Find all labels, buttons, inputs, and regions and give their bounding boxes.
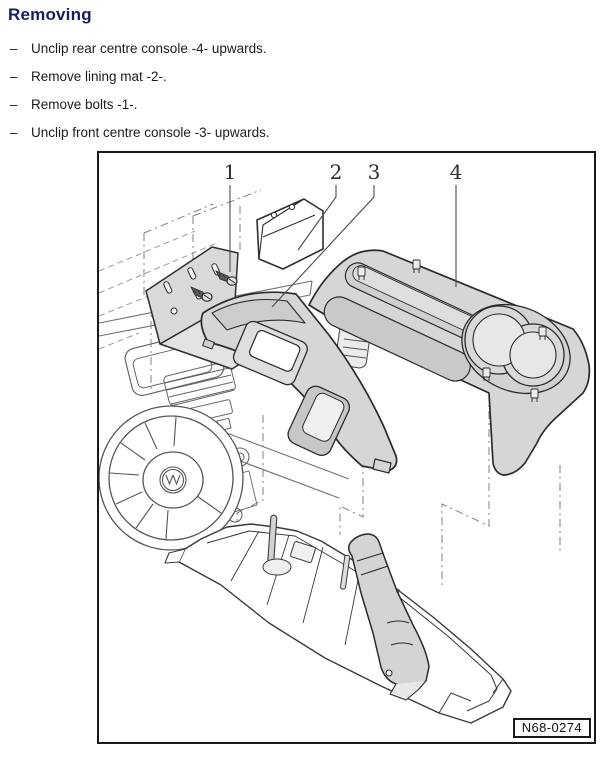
bolt-icons — [190, 270, 238, 302]
instruction-item: – Unclip front centre console -3- upward… — [10, 124, 270, 142]
callout-1: 1 — [224, 160, 237, 272]
callout-3-label: 3 — [368, 160, 381, 184]
callout-3: 3 — [271, 160, 381, 308]
clip-icons — [357, 259, 547, 402]
dash-marker: – — [10, 125, 18, 140]
callout-2-label: 2 — [330, 160, 343, 184]
instruction-item: – Remove bolts -1-. — [10, 96, 270, 114]
callout-1-label: 1 — [224, 160, 237, 184]
callouts: 1 2 3 4 — [224, 160, 463, 308]
instruction-item: – Unclip rear centre console -4- upwards… — [10, 40, 270, 58]
bolt-icon — [190, 286, 213, 302]
exploded-view-diagram: 1 2 3 4 — [99, 160, 591, 724]
handbrake-lever — [348, 533, 430, 701]
diagram-frame: 1 2 3 4 N68-0274 — [97, 151, 596, 744]
callout-4-label: 4 — [450, 160, 463, 184]
instruction-item: – Remove lining mat -2-. — [10, 68, 270, 86]
projection-lines — [143, 189, 561, 585]
vw-emblem-icon — [159, 466, 187, 494]
figure-code-box: N68-0274 — [512, 718, 591, 738]
dash-marker: – — [10, 41, 18, 56]
instruction-text: Unclip rear centre console -4- upwards. — [31, 41, 267, 56]
instruction-text: Remove bolts -1-. — [31, 97, 138, 112]
center-vent-grille — [163, 360, 236, 406]
page-title: Removing — [8, 5, 92, 24]
rear-console-part — [308, 249, 591, 476]
callout-2: 2 — [297, 160, 343, 251]
floor-console-frame — [164, 514, 512, 724]
bolt-icon — [215, 270, 238, 286]
figure-code: N68-0274 — [521, 720, 582, 735]
steering-wheel — [99, 405, 244, 551]
lining-mat-part — [256, 198, 324, 270]
dash-marker: – — [10, 97, 18, 112]
instruction-text: Unclip front centre console -3- upwards. — [31, 125, 270, 140]
callout-4: 4 — [450, 160, 463, 287]
instruction-text: Remove lining mat -2-. — [31, 69, 167, 84]
dash-marker: – — [10, 69, 18, 84]
wheel-spokes — [109, 416, 222, 540]
front-console-part — [200, 291, 398, 474]
instruction-list: – Unclip rear centre console -4- upwards… — [10, 40, 270, 152]
